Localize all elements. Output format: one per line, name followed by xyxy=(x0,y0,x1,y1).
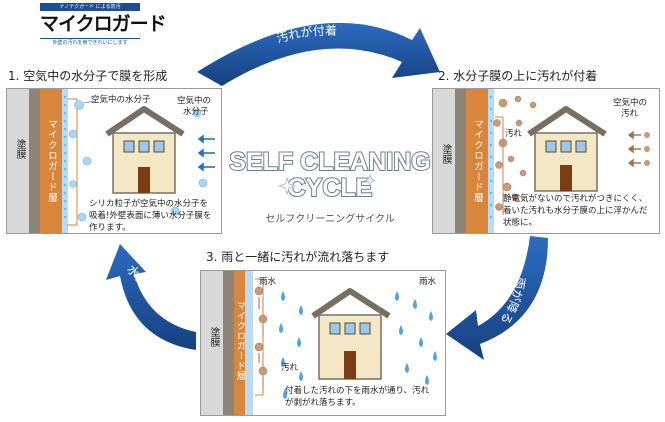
cycle-title: SELF CLEANING CYCLE セルフクリーニングサイクル xyxy=(228,147,431,225)
step3-film-label: 塗膜 xyxy=(208,327,219,347)
step1-layer-label: マイクロガード層 xyxy=(46,119,57,203)
step3-layer-label: マイクロガード層 xyxy=(235,301,245,381)
step2-label-b1: 空気中の xyxy=(613,98,648,108)
raindrop-icon xyxy=(279,291,437,399)
sparkle-icon xyxy=(277,173,377,196)
step1-panel: 塗膜 マイクロガード層 空気中の水分子 空気中の 水分子 シリカ粒子が空気中の水… xyxy=(6,88,222,234)
step2-note: 静電気がないので汚れがつきにくく、着いた汚れも水分子膜の上に浮かんだ状態に。 xyxy=(503,194,648,228)
step3-note: 付着した汚れの下を雨水が通り、汚れが剥がれ落ちます。 xyxy=(285,386,430,408)
inflow-arrows xyxy=(197,134,215,172)
step2-film-label: 塗膜 xyxy=(440,144,451,164)
top-cycle-arrow xyxy=(197,22,440,86)
dirt-particle-icon xyxy=(493,95,537,211)
step2-title: 2. 水分子膜の上に汚れが付着 xyxy=(438,69,598,83)
step3-label-b: 雨水 xyxy=(419,277,437,287)
step1-label-b2: 水分子 xyxy=(183,107,209,117)
water-molecule-icon xyxy=(68,100,208,222)
right-cycle-arrow xyxy=(446,236,548,360)
brand-logo: ナノテクガード による防汚 マイクロガード 外壁の汚れを雨できれいにします xyxy=(40,3,167,47)
title-line2: CYCLE xyxy=(288,174,373,202)
house-icon xyxy=(311,288,391,380)
logo-brand: マイクロガード xyxy=(40,13,167,35)
dirt-particle-icon xyxy=(254,286,268,376)
step3-panel: 塗膜 マイクロガード層 雨水 雨水 汚れ 付着した汚れの下を雨水が通り、汚れが剥… xyxy=(200,270,446,416)
inflow-arrows xyxy=(627,130,650,168)
step2-layer-label: マイクロガード層 xyxy=(472,119,483,203)
step1-label-b1: 空気中の xyxy=(177,96,212,106)
step1-note: シリカ粒子が空気中の水分子を吸着!外壁表面に薄い水分子膜を作ります。 xyxy=(89,199,212,233)
left-cycle-arrow xyxy=(106,244,196,350)
step3-illustration xyxy=(201,271,437,415)
house-icon xyxy=(105,106,185,194)
title-line1: SELF CLEANING xyxy=(229,148,430,176)
step2-panel: 塗膜 マイクロガード層 汚れ 空気中の 汚れ 静電気がないので汚れがつきにくく、… xyxy=(432,88,660,234)
falling-dirt-arrows xyxy=(258,297,264,389)
step3-title: 3. 雨と一緒に汚れが流れ落ちます xyxy=(206,250,390,264)
step3-label-c: 汚れ xyxy=(281,363,299,373)
step2-label-a: 汚れ xyxy=(505,129,523,139)
step2-label-b2: 汚れ xyxy=(621,109,639,119)
step1-title: 1. 空気中の水分子で膜を形成 xyxy=(8,69,168,83)
step3-label-a: 雨水 xyxy=(259,277,277,287)
step1-label-a: 空気中の水分子 xyxy=(91,95,151,105)
house-icon xyxy=(527,106,607,192)
step1-film-label: 塗膜 xyxy=(14,139,25,159)
step2-illustration xyxy=(433,89,650,233)
step1-illustration xyxy=(7,89,215,233)
center-subtitle: セルフクリーニングサイクル xyxy=(265,212,395,225)
logo-subline: 外壁の汚れを雨できれいにします xyxy=(40,38,140,47)
logo-tagline: ナノテクガード による防汚 xyxy=(40,3,140,11)
